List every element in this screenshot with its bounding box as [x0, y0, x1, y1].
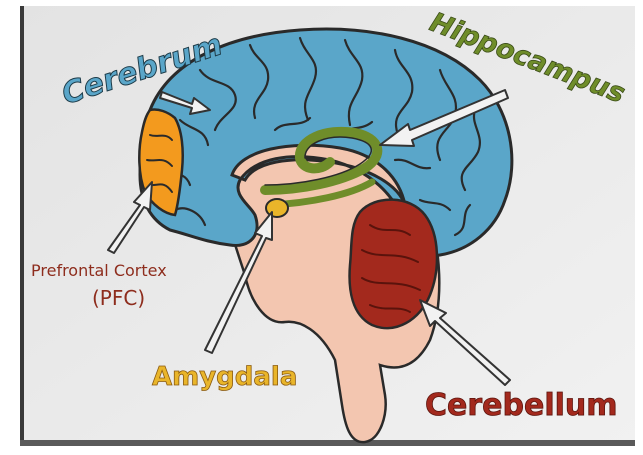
- cerebellum-label: Cerebellum: [425, 388, 618, 423]
- pfc-label-line2: (PFC): [92, 286, 145, 310]
- amygdala-label: Amygdala: [152, 362, 297, 392]
- pfc-label-line1: Prefrontal Cortex: [31, 261, 167, 280]
